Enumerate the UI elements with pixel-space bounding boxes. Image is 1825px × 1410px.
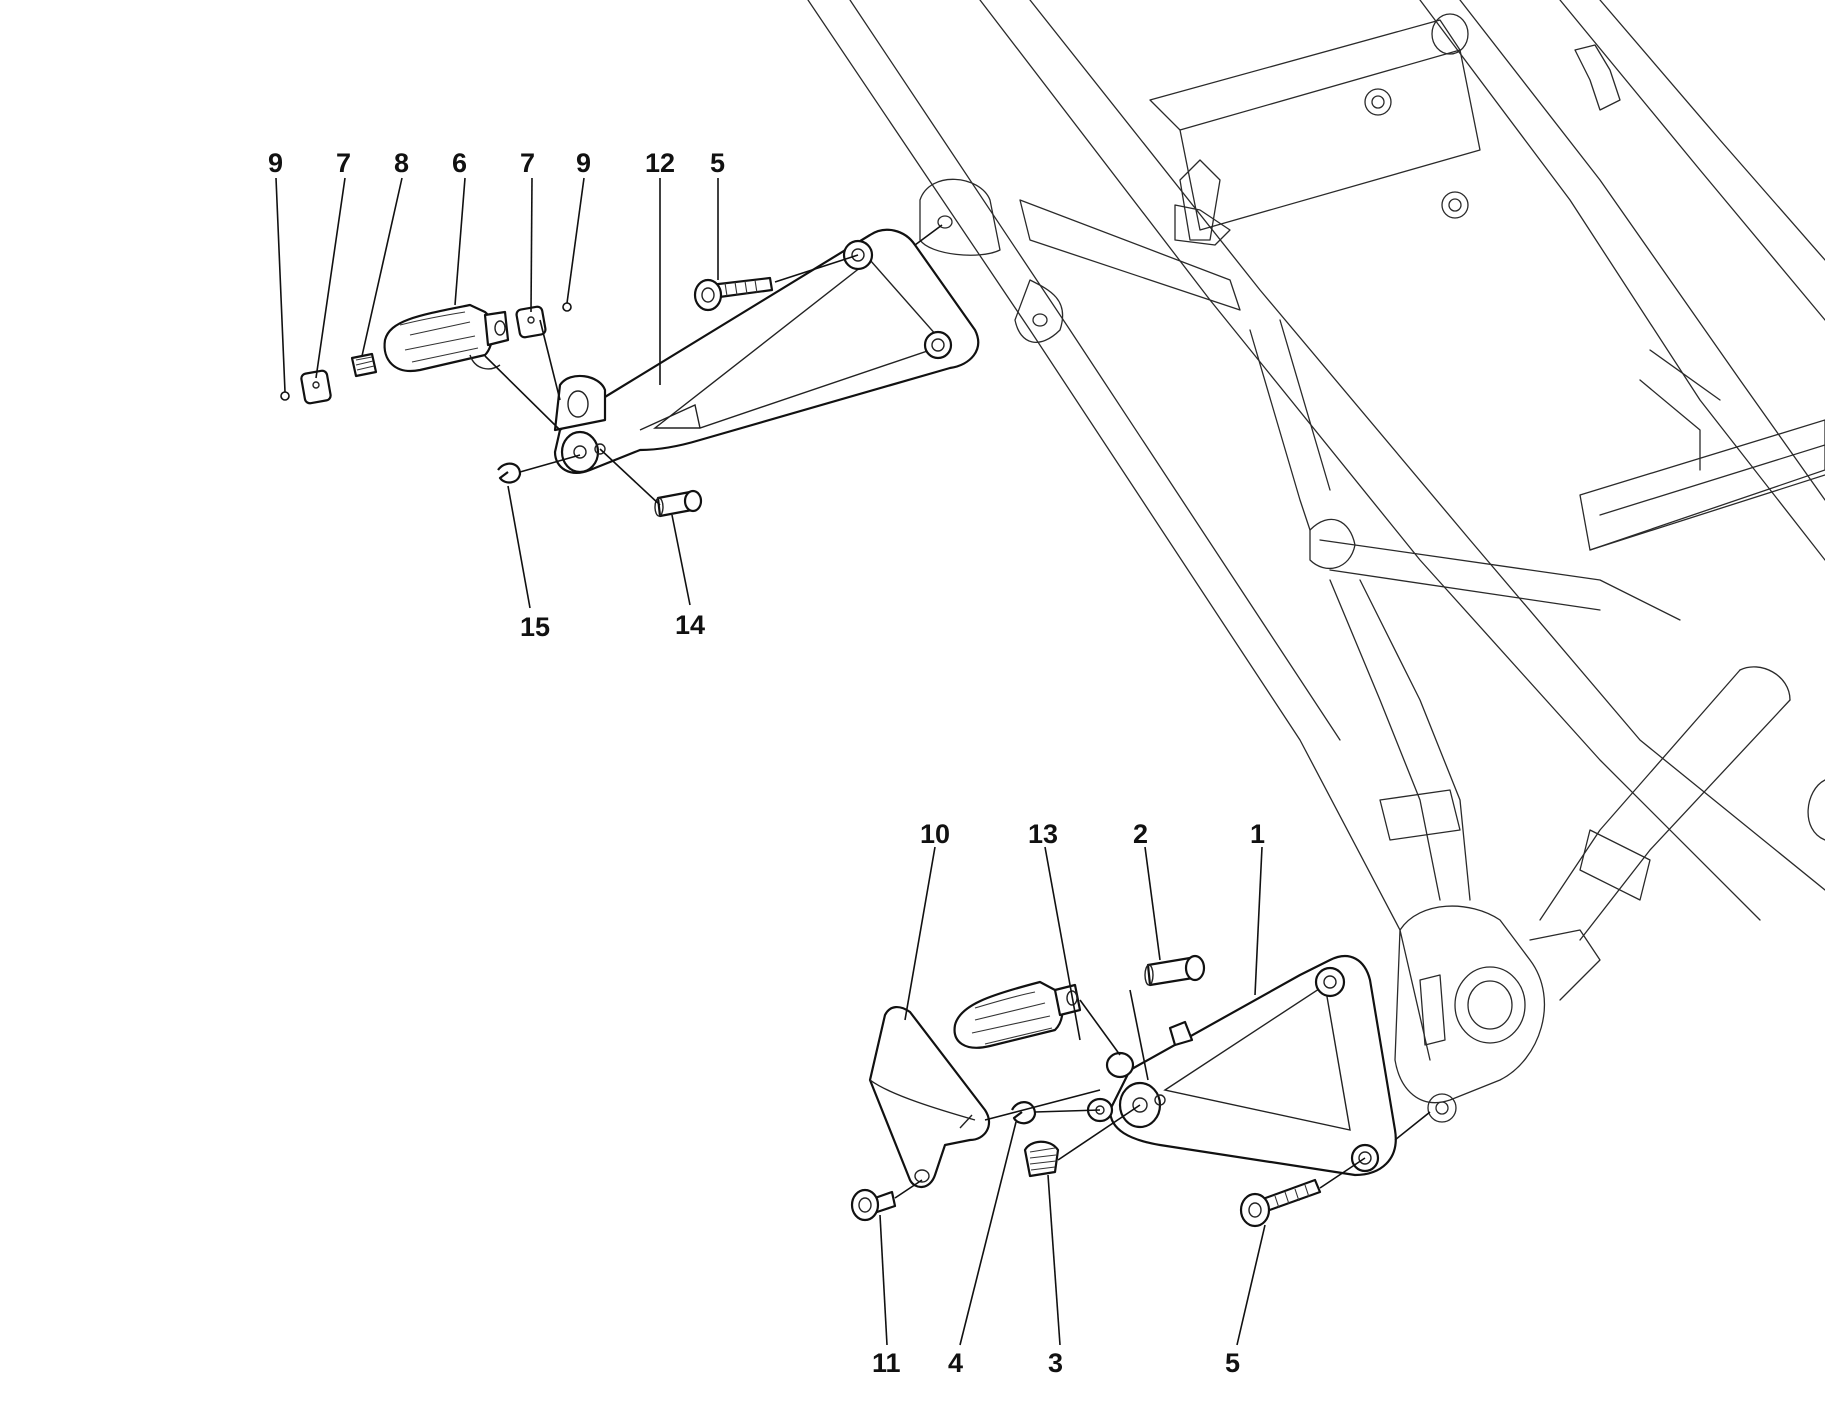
clip-4 (1011, 1101, 1037, 1125)
callout-top-12: 12 (645, 148, 675, 178)
upper-footpeg-assembly (280, 224, 980, 518)
callout-bottom-1: 1 (1250, 819, 1265, 849)
washer-7-left (300, 369, 332, 405)
callout-top-7-left: 7 (336, 148, 351, 178)
footrest-bracket-12 (553, 228, 980, 474)
pin-14 (654, 489, 703, 518)
clip-9-right (562, 302, 572, 312)
pin-2 (1144, 954, 1206, 987)
footrest-bracket-1 (1108, 954, 1397, 1177)
callout-bottom-5: 5 (1225, 1348, 1240, 1378)
bolt-11 (850, 1188, 897, 1222)
callout-top-14: 14 (675, 610, 705, 640)
callout-top-7-right: 7 (520, 148, 535, 178)
motorcycle-frame (807, 0, 1825, 1123)
callout-bottom-4: 4 (948, 1348, 963, 1378)
bolt-5-lower (1239, 1178, 1322, 1228)
callout-top-5: 5 (710, 148, 725, 178)
callout-labels: 9 7 8 6 7 9 12 5 15 14 10 13 2 1 11 4 3 … (268, 148, 1265, 1378)
spring-8 (350, 352, 378, 378)
callout-bottom-2: 2 (1133, 819, 1148, 849)
callout-bottom-3: 3 (1048, 1348, 1063, 1378)
callout-top-8: 8 (394, 148, 409, 178)
spring-3 (1023, 1140, 1060, 1178)
heel-guard-10 (868, 1006, 991, 1188)
footpeg-6 (383, 303, 510, 373)
callout-bottom-13: 13 (1028, 819, 1058, 849)
washer-7-right (515, 305, 547, 339)
bolt-5-upper (693, 276, 774, 312)
clip-9-left (280, 391, 290, 401)
callout-top-15: 15 (520, 612, 550, 642)
callout-top-9-right: 9 (576, 148, 591, 178)
callout-bottom-10: 10 (920, 819, 950, 849)
callout-bottom-11: 11 (872, 1348, 901, 1378)
callout-top-9-left: 9 (268, 148, 283, 178)
callout-top-6: 6 (452, 148, 467, 178)
clip-15 (497, 462, 522, 484)
footpeg-13 (953, 980, 1082, 1049)
callout-leaders (275, 177, 1266, 1346)
lower-footpeg-assembly (850, 954, 1431, 1228)
